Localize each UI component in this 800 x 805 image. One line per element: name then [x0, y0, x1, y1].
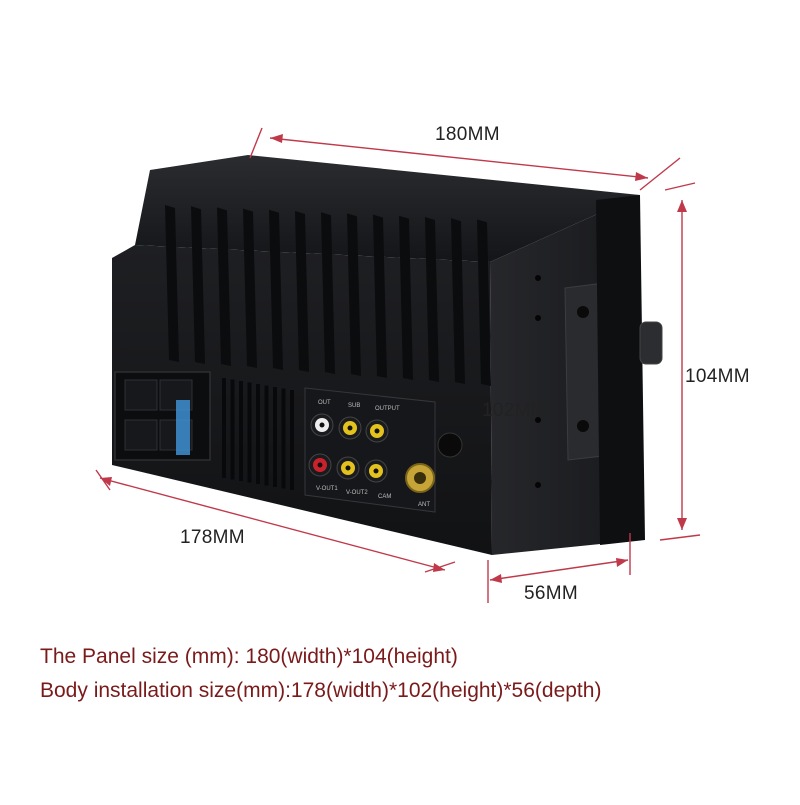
port-label-antenna: ANT — [418, 502, 430, 508]
port-label-top-right: OUTPUT — [375, 406, 400, 412]
connector-slot — [124, 419, 158, 451]
vent-slot — [290, 390, 294, 490]
side-hole — [535, 315, 541, 321]
arrow-head — [635, 172, 648, 181]
vent-slots — [222, 378, 294, 490]
port-label-bottom-left: V-OUT1 — [316, 486, 338, 492]
heat-sink-fin — [191, 206, 205, 364]
heat-sink-fin — [217, 207, 231, 366]
heat-sink-fin — [399, 215, 413, 380]
fuse — [176, 400, 190, 455]
vent-slot — [222, 378, 226, 478]
dim-tick — [664, 182, 696, 191]
vent-slot — [264, 385, 269, 486]
rca-jack-pin — [347, 425, 353, 431]
port-label-bottom-right: CAM — [378, 494, 391, 500]
rca-jack-pin — [373, 468, 379, 474]
rca-jack-pin — [317, 462, 323, 468]
heat-sink-fin — [451, 218, 465, 384]
side-hole — [535, 275, 541, 281]
dim-tick — [659, 534, 701, 541]
panel-width-label: 180MM — [435, 124, 500, 145]
antenna-socket — [405, 432, 463, 493]
dim-tick — [249, 127, 263, 159]
heat-sink-fin — [295, 211, 309, 372]
port-label-top-left: OUT — [318, 400, 331, 406]
heat-sink-fin — [269, 209, 283, 370]
port-label-top-mid: SUB — [348, 403, 360, 409]
heat-sink-fin — [321, 212, 335, 374]
rca-port-panel: OUT SUB OUTPUT V-OUT1 V-OUT2 CAM ANT — [304, 387, 436, 513]
body-size-spec: Body installation size(mm):178(width)*10… — [40, 679, 602, 702]
heat-sink-fin — [243, 208, 257, 368]
dim-line-body-width — [99, 477, 446, 571]
dim-line-panel-width — [269, 137, 649, 179]
arrow-head — [616, 558, 628, 567]
rca-jacks — [308, 413, 389, 483]
heat-sink-fin — [425, 217, 439, 382]
dimension-arrows — [100, 134, 687, 583]
side-hole — [535, 417, 541, 423]
vent-slot — [239, 381, 243, 481]
dim-line-body-depth — [489, 559, 629, 581]
arrow-head — [677, 200, 687, 212]
body-width-label: 178MM — [180, 527, 245, 548]
side-hole — [535, 482, 541, 488]
bracket-screw-hole — [577, 306, 589, 318]
connector-slot — [124, 379, 158, 411]
device-top-face — [135, 155, 640, 262]
panel-size-spec: The Panel size (mm): 180(width)*104(heig… — [40, 645, 458, 668]
heat-sink-fin — [373, 214, 387, 378]
bracket-screw-hole — [577, 420, 589, 432]
port-plate — [304, 387, 436, 513]
dim-tick — [639, 157, 681, 191]
rca-jack-pin — [345, 465, 351, 471]
arrow-head — [100, 477, 112, 486]
vent-slot — [230, 379, 235, 480]
vent-slot — [256, 384, 260, 484]
arrow-head — [490, 574, 502, 583]
rca-jack-pin — [319, 422, 325, 428]
iso-connector — [114, 371, 211, 461]
heat-sink-fin — [347, 213, 361, 376]
heat-sink-fin — [477, 219, 491, 386]
volume-knob — [639, 321, 663, 365]
arrow-head — [677, 518, 687, 530]
device-body — [112, 155, 663, 555]
body-height-label: 102MM — [482, 400, 547, 421]
arrow-head — [433, 563, 445, 572]
body-depth-label: 56MM — [524, 583, 578, 604]
vent-slot — [281, 388, 286, 489]
heat-sink-fins — [165, 205, 491, 386]
vent-slot — [247, 382, 252, 483]
panel-height-label: 104MM — [685, 366, 750, 387]
rca-jack-pin — [374, 428, 380, 434]
antenna-hole — [437, 432, 463, 458]
vent-slot — [273, 387, 277, 487]
port-label-bottom-mid: V-OUT2 — [346, 490, 368, 496]
front-panel-edge — [596, 195, 645, 545]
heat-sink-fin — [165, 205, 179, 362]
arrow-head — [270, 134, 283, 143]
